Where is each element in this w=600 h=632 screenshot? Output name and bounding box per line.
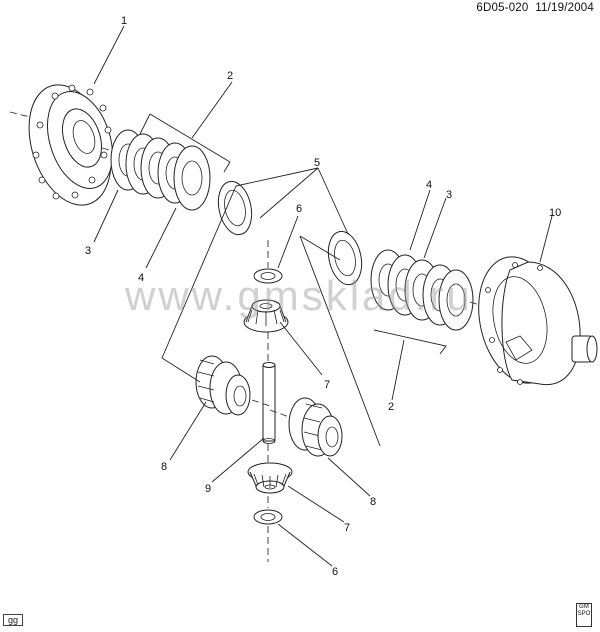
callout-5: 5 [314, 157, 320, 169]
pinion-washer-bottom-part-6 [253, 496, 283, 562]
side-gear-left-part-8 [195, 355, 271, 416]
callout-4-left: 4 [138, 272, 144, 284]
flange-cover-part-1 [9, 84, 126, 206]
side-gear-right-part-8 [269, 397, 343, 457]
callout-8-left: 8 [161, 461, 167, 473]
watermark: www.gmsklad.ru [125, 272, 473, 319]
callout-7-top: 7 [324, 379, 330, 391]
callout-6-top: 6 [296, 203, 302, 215]
clutch-pack-right-part-2 [370, 249, 491, 331]
callout-labels: 1 2 2 3 3 4 4 5 6 6 7 7 8 8 9 10 [85, 15, 561, 578]
callout-3-right: 3 [446, 189, 452, 201]
pinion-gear-top-part-7 [243, 299, 289, 333]
drawing-date: 11/19/2004 [535, 2, 594, 14]
differential-case-part-10 [478, 256, 598, 386]
clutch-pack-left-part-2 [110, 129, 211, 211]
pinion-shaft-part-9 [262, 332, 276, 462]
callout-2-left: 2 [227, 70, 233, 82]
drawing-id: 6D05-020 [476, 2, 529, 14]
callout-4-right: 4 [426, 179, 432, 191]
leader-lines [93, 25, 553, 567]
callout-7-bottom: 7 [344, 522, 350, 534]
callout-6-bottom: 6 [332, 566, 338, 578]
drawing-id-date: 6D05-020 11/19/2004 [476, 2, 594, 14]
pinion-gear-bottom-part-7 [247, 462, 293, 494]
callout-10: 10 [549, 207, 561, 219]
pinion-washer-top-part-6 [253, 240, 283, 284]
thrust-washer-left-part-5 [217, 180, 253, 236]
callout-2-right: 2 [388, 401, 394, 413]
callout-1: 1 [121, 15, 127, 27]
footer-tag: gg [3, 614, 24, 626]
callout-3-left: 3 [85, 245, 91, 257]
thrust-washer-right-part-5 [327, 230, 363, 286]
callout-8-right: 8 [370, 496, 376, 508]
callout-9: 9 [205, 483, 211, 495]
corner-logo: GM SPO [576, 603, 592, 627]
